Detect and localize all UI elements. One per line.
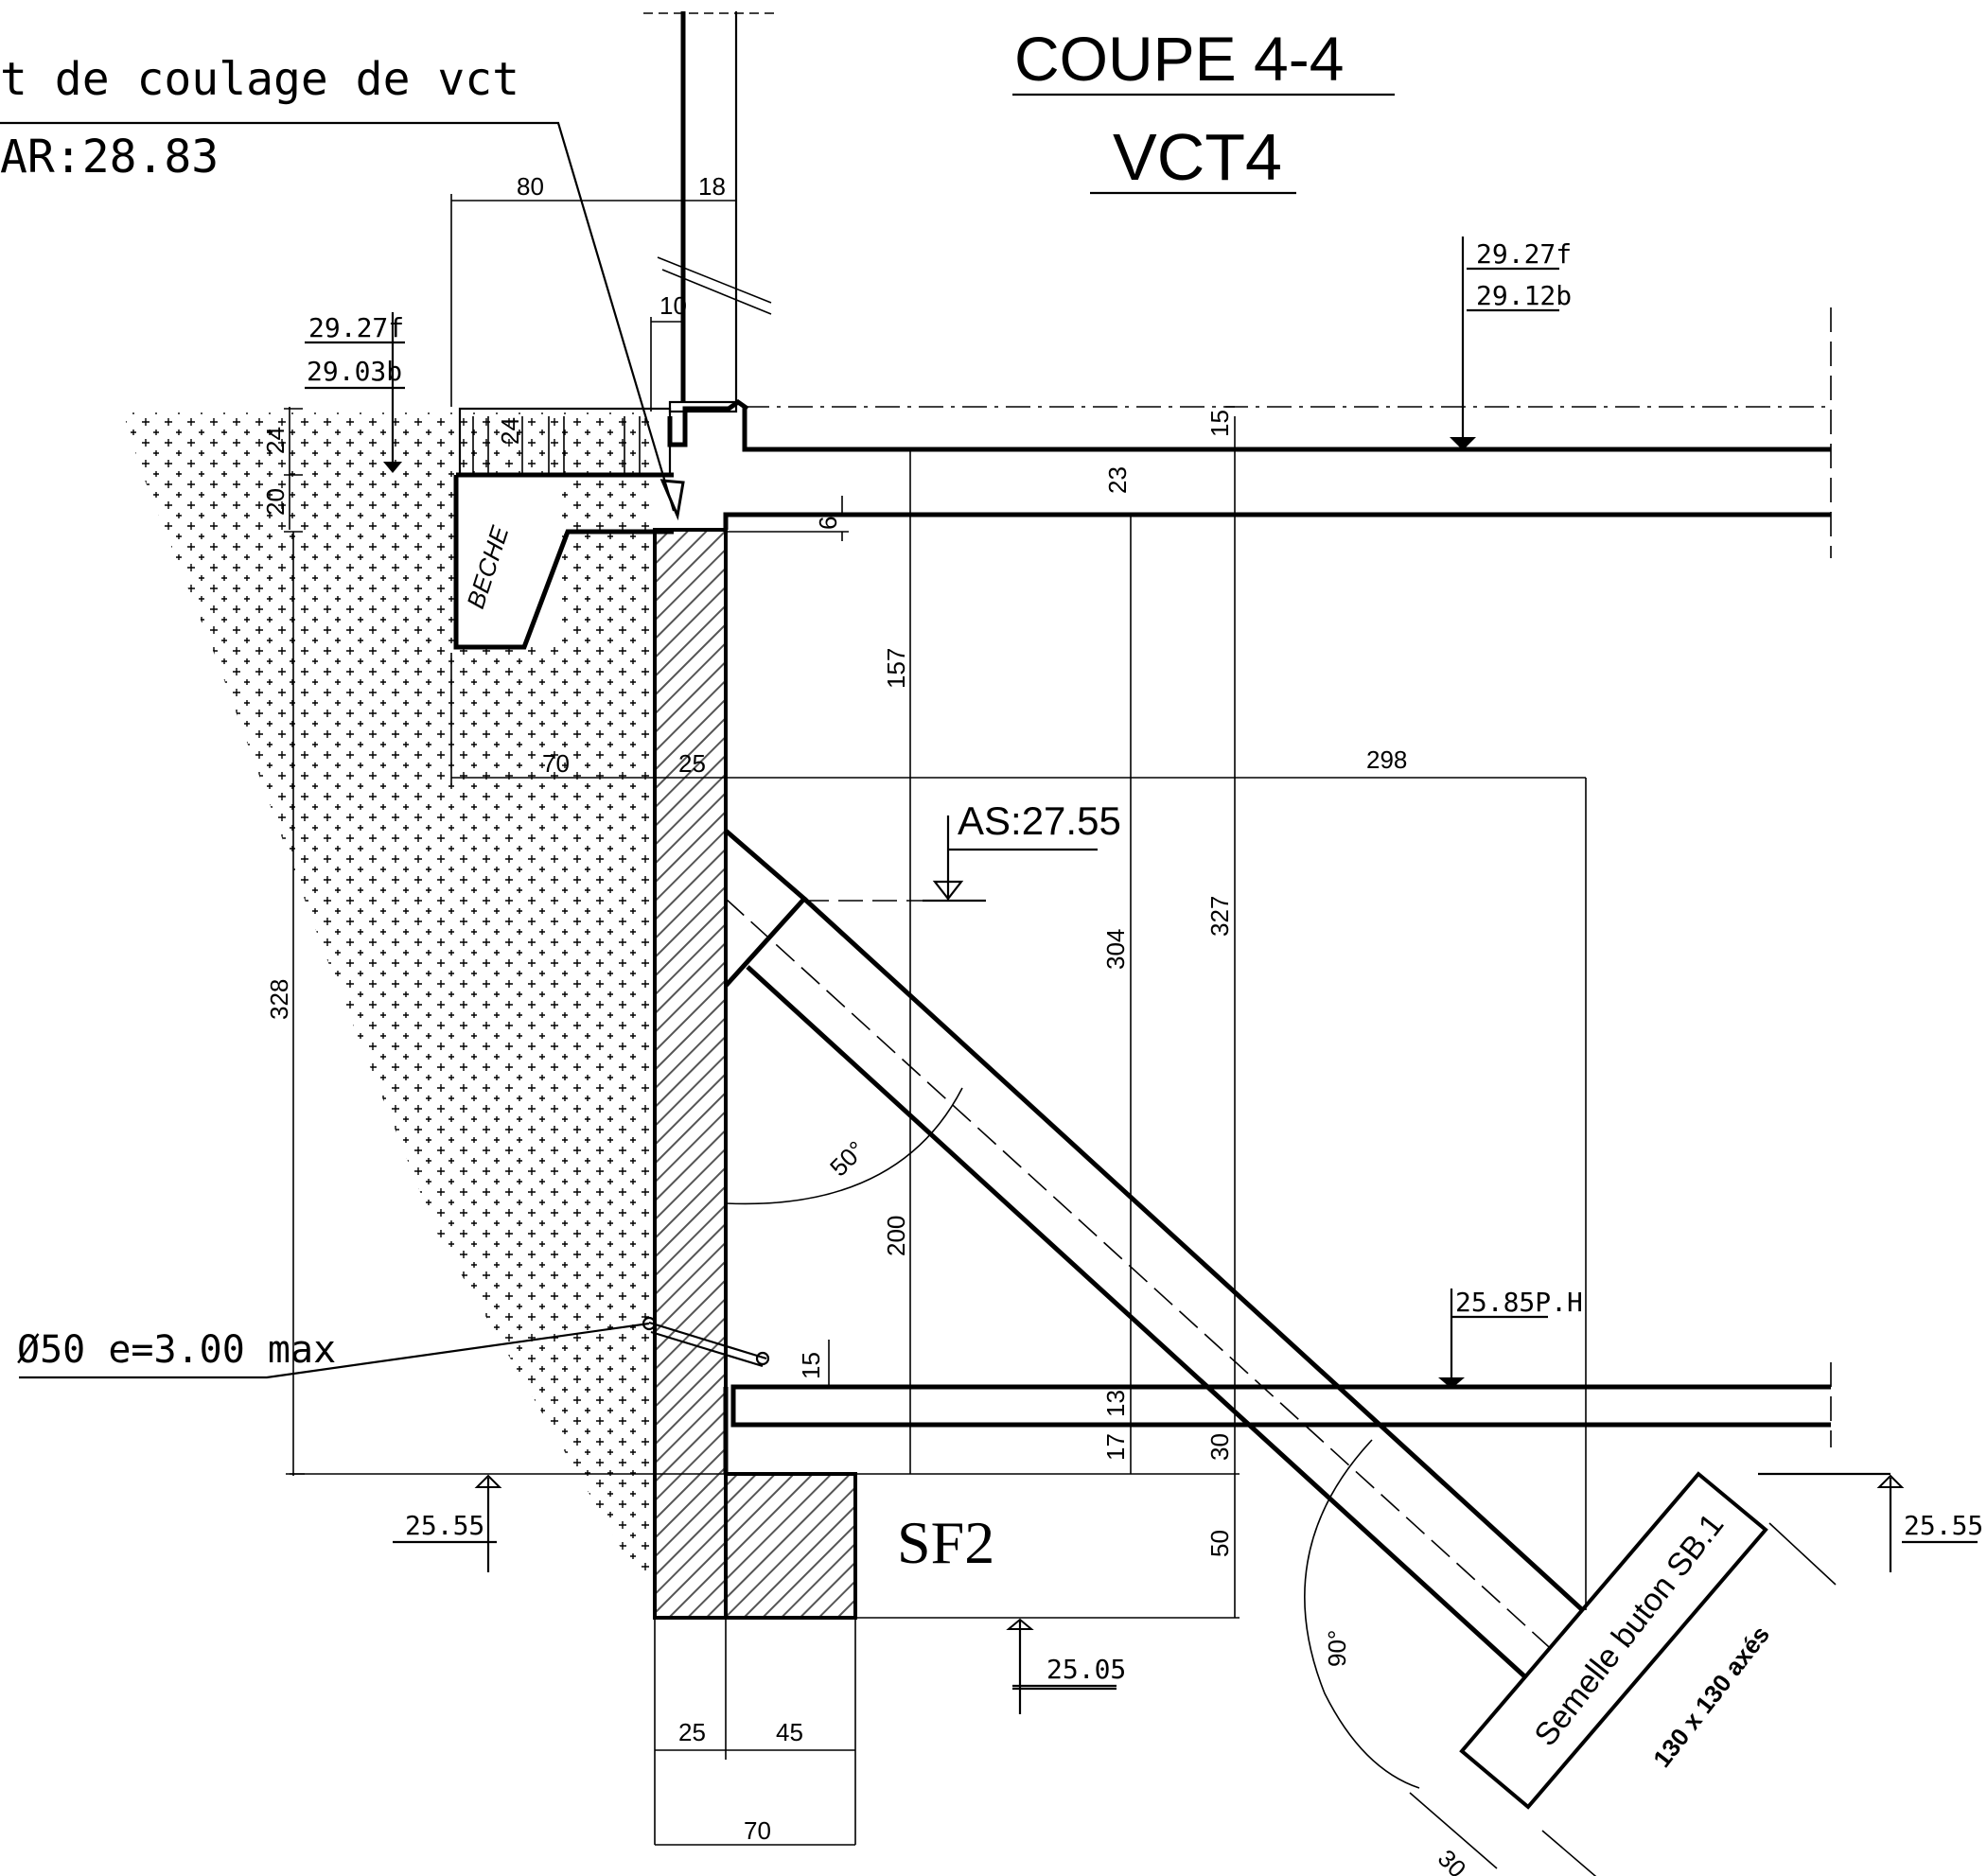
dim-327: 327 <box>1205 896 1234 937</box>
dim-328: 328 <box>265 979 293 1020</box>
footing-label: SF2 <box>897 1509 994 1576</box>
level-base-right: 25.55 <box>1904 1510 1983 1541</box>
dim-15-mid: 15 <box>797 1352 825 1379</box>
dim-24-left: 24 <box>261 427 290 454</box>
dim-298: 298 <box>1366 745 1407 774</box>
title-block: COUPE 4-4 VCT4 <box>1012 24 1395 195</box>
dim-10: 10 <box>659 291 687 320</box>
dim-18: 18 <box>698 172 726 201</box>
title-line1: COUPE 4-4 <box>1014 24 1344 94</box>
level-footing-bottom: 25.05 <box>1046 1654 1126 1685</box>
pipe <box>19 1316 770 1379</box>
dim-70-bottom: 70 <box>744 1816 771 1845</box>
level-as: AS:27.55 <box>958 798 1121 843</box>
dim-25-bottom: 25 <box>678 1718 706 1746</box>
title-line2: VCT4 <box>1113 120 1282 194</box>
casting-note-text: t de coulage de vct <box>0 53 519 106</box>
level-ph: 25.85P.H <box>1455 1287 1583 1318</box>
dim-304: 304 <box>1101 929 1130 970</box>
dim-20: 20 <box>261 488 290 516</box>
level-left-top-f: 29.27f <box>308 312 404 343</box>
retaining-wall <box>653 528 857 1620</box>
lower-slab <box>723 1362 1832 1474</box>
dim-50: 50 <box>1205 1530 1234 1557</box>
dim-24-inner: 24 <box>496 417 524 445</box>
dimension-lines <box>284 194 1837 1876</box>
dim-25-top: 25 <box>678 749 706 778</box>
angle-90: 90° <box>1323 1630 1351 1667</box>
upper-wall <box>643 11 776 402</box>
strut: Semelle buton SB.1 130 x 130 axés <box>724 829 1775 1810</box>
dim-17: 17 <box>1101 1433 1130 1461</box>
dim-70-top: 70 <box>542 749 570 778</box>
angle-50: 50° <box>824 1135 870 1182</box>
dim-13: 13 <box>1101 1390 1130 1417</box>
level-right-top-b: 29.12b <box>1476 280 1572 311</box>
pipe-note: Ø50 e=3.00 max <box>17 1328 336 1372</box>
level-left-top-b: 29.03b <box>307 356 402 387</box>
dimension-texts: 80 18 10 24 24 20 6 15 23 157 70 25 298 … <box>261 172 1471 1876</box>
dim-157: 157 <box>882 648 910 689</box>
dim-80: 80 <box>517 172 544 201</box>
level-base-left: 25.55 <box>405 1510 484 1541</box>
dim-30-strut: 30 <box>1433 1844 1472 1876</box>
level-markers: 29.27f 29.03b 29.27f 29.12b AS:27.55 25.… <box>305 237 1983 1714</box>
level-right-top-f: 29.27f <box>1476 238 1572 270</box>
soil-fill <box>123 412 653 1570</box>
level-ar: AR:28.83 <box>0 131 219 184</box>
casting-note: t de coulage de vct AR:28.83 <box>0 53 685 521</box>
dim-23: 23 <box>1103 466 1132 494</box>
angle-arcs <box>725 1087 1420 1789</box>
top-slab-left <box>458 398 749 477</box>
dim-6: 6 <box>814 517 842 530</box>
dim-45-bottom: 45 <box>776 1718 803 1746</box>
dim-200: 200 <box>882 1216 910 1256</box>
top-slab <box>723 307 1832 558</box>
dim-30: 30 <box>1205 1433 1234 1461</box>
dim-15-top: 15 <box>1205 410 1234 437</box>
